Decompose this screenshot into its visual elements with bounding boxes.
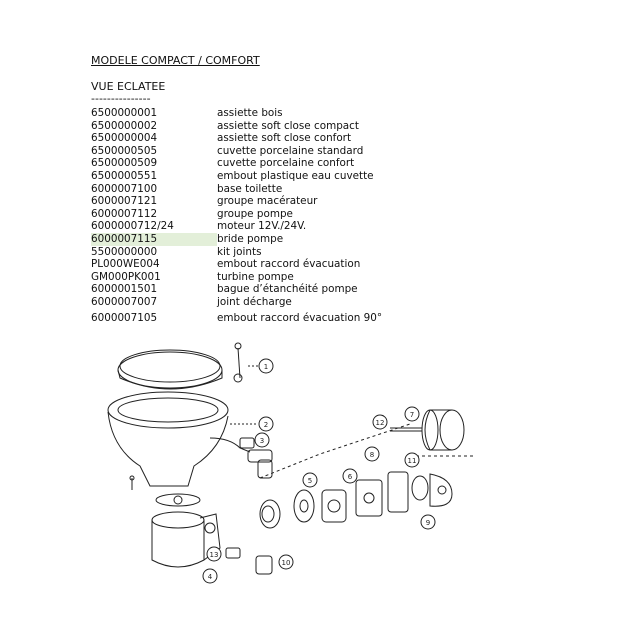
callout-label: 10: [282, 559, 291, 567]
part-row: 6000007112 groupe pompe: [91, 208, 382, 221]
part-code: 5500000000: [91, 245, 158, 258]
inlet-fitting-drawing: [239, 437, 273, 479]
callout-label: 13: [210, 551, 219, 559]
part-row: 6000000712/24 moteur 12V./24V.: [91, 220, 382, 233]
part-name: embout raccord évacuation: [217, 258, 361, 271]
part-row: 6000007121 groupe macérateur: [91, 195, 382, 208]
part-name: bride pompe: [217, 232, 284, 245]
part-code: PL000WE004: [91, 258, 160, 271]
part-code: 6000007105: [91, 311, 158, 324]
part-code: 6000007121: [91, 195, 158, 208]
part-code: 6500000001: [91, 107, 158, 119]
subtitle-divider: ---------------: [91, 92, 151, 105]
part-code: 6000007100: [91, 182, 158, 195]
part-row: 6500000551 embout plastique eau cuvette: [91, 170, 382, 183]
part-row: 6500000001 assiette bois: [91, 107, 382, 120]
assembly-guide-line: [259, 423, 411, 479]
part-name: cuvette porcelaine standard: [217, 144, 364, 157]
document-subtitle: VUE ECLATEE: [91, 80, 166, 93]
part-name: groupe macérateur: [217, 195, 318, 208]
motor-drawing: [390, 409, 465, 451]
exploded-view-diagram: 1 2 3 4 5 6 7 8 9 10 11 12 13: [107, 342, 475, 584]
callout-label: 9: [426, 519, 430, 527]
part-code: 6000000712/24: [91, 220, 174, 233]
document-title: MODELE COMPACT / COMFORT: [91, 54, 260, 67]
parts-list: 6500000001 assiette bois 6500000002 assiet…: [91, 107, 382, 324]
callout-label: 7: [410, 411, 414, 419]
part-name: embout plastique eau cuvette: [217, 169, 374, 182]
toilet-bowl-drawing: [107, 391, 258, 490]
callout-label: 12: [376, 419, 385, 427]
part-code: GM000PK001: [91, 270, 161, 283]
part-row: 6000007007 joint décharge: [91, 296, 382, 309]
part-name: joint décharge: [217, 295, 292, 308]
callout-label: 6: [348, 473, 353, 481]
part-row: 6500000002 assiette soft close compact: [91, 120, 382, 133]
part-row: 6500000509 cuvette porcelaine confort: [91, 157, 382, 170]
part-row: 6500000004 assiette soft close confort: [91, 132, 382, 145]
toilet-seat-drawing: [117, 342, 258, 390]
part-name: assiette soft close compact: [217, 119, 359, 132]
part-name: assiette bois: [217, 107, 283, 119]
callout-label: 11: [408, 457, 417, 465]
part-code: 6000007112: [91, 207, 158, 220]
part-name: base toilette: [217, 182, 283, 195]
part-name: embout raccord évacuation 90°: [217, 311, 383, 324]
part-row: GM000PK001 turbine pompe: [91, 271, 382, 284]
part-row: 6500000505 cuvette porcelaine standard: [91, 145, 382, 158]
part-row: 6000007105 embout raccord évacuation 90°: [91, 312, 382, 325]
callout-label: 5: [308, 477, 312, 485]
part-row: PL000WE004 embout raccord évacuation: [91, 258, 382, 271]
part-name: cuvette porcelaine confort: [217, 157, 355, 170]
callout-markers: 1 2 3 4 5 6 7 8 9 10 11 12 13: [202, 358, 436, 584]
part-name: assiette soft close confort: [217, 132, 352, 145]
part-code: 6000007115: [91, 232, 217, 246]
callout-label: 4: [208, 573, 213, 581]
callout-label: 3: [260, 437, 264, 445]
part-code: 6000007007: [91, 295, 158, 308]
pump-components-drawing: [259, 471, 453, 529]
part-name: moteur 12V./24V.: [217, 220, 307, 233]
part-code: 6500000002: [91, 119, 158, 132]
callout-label: 8: [370, 451, 374, 459]
part-name: groupe pompe: [217, 207, 293, 220]
callout-label: 2: [264, 421, 268, 429]
part-code: 6500000004: [91, 132, 158, 145]
callout-label: 1: [264, 363, 268, 371]
base-macerator-drawing: [151, 493, 273, 575]
part-name: bague d’étanchéité pompe: [217, 283, 358, 296]
part-name: kit joints: [217, 245, 262, 258]
part-row: 6000007100 base toilette: [91, 183, 382, 196]
part-row: 6000001501 bague d’étanchéité pompe: [91, 283, 382, 296]
part-code: 6000001501: [91, 283, 158, 296]
part-code: 6500000551: [91, 169, 158, 182]
part-code: 6500000509: [91, 157, 158, 170]
part-row: 5500000000 kit joints: [91, 246, 382, 259]
part-code: 6500000505: [91, 144, 158, 157]
part-name: turbine pompe: [217, 270, 294, 283]
